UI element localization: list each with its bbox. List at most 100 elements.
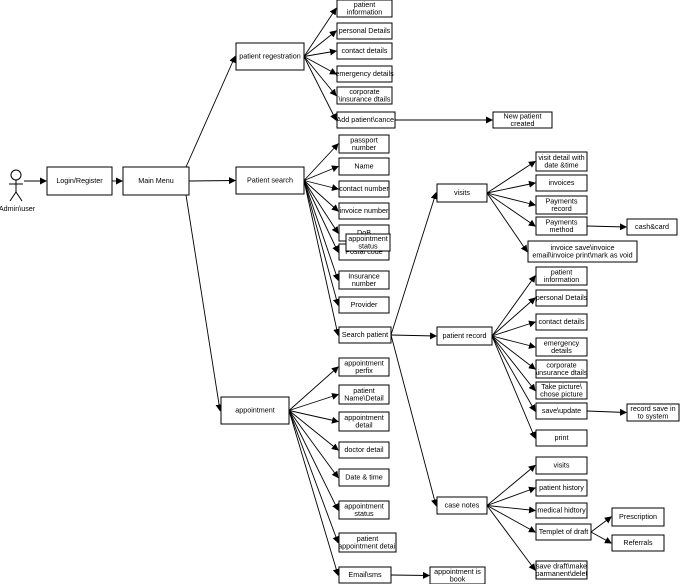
node-pr-print: print (535, 429, 588, 447)
edge-precord-to-pr_pers (491, 297, 536, 337)
node-label-line: Name\Detail (344, 394, 384, 403)
node-login: Login/Register (46, 166, 113, 196)
node-label-line: patient history (539, 483, 584, 492)
node-label-line: save\update (542, 406, 581, 415)
node-cn-med: medical hidtory (535, 502, 588, 519)
node-box (535, 381, 588, 400)
node-label-line: visit detail with (538, 153, 584, 162)
node-label-line: invoice number (340, 206, 389, 215)
actor-label: Admin\user (0, 204, 36, 213)
node-label-line: emergency details (335, 69, 394, 78)
node-label-line: Payments (546, 217, 578, 226)
node-box (338, 270, 390, 290)
node-label-line: chose picture (540, 390, 583, 399)
edge-a_email-to-apptbook (390, 571, 430, 579)
node-pr-save: save\update (535, 402, 588, 420)
edge-psearch-to-s_contact (303, 180, 339, 191)
node-label-line: Email\sms (348, 570, 382, 579)
edge-precord-to-pr_corp (491, 335, 536, 370)
node-label-line: corporate (546, 360, 576, 369)
node-box (338, 566, 392, 584)
node-label-line: invoices (549, 178, 575, 187)
node-label-line: status (354, 509, 374, 518)
node-label-line: to system (638, 412, 669, 421)
node-box (611, 507, 665, 527)
edge-preg-to-r_add (303, 56, 337, 121)
edge-psearch-to-s_prov (303, 180, 340, 306)
node-s-inv: invoice number (338, 202, 390, 220)
node-box (535, 359, 588, 379)
node-label-line: patient record (443, 331, 487, 340)
node-box (535, 195, 588, 215)
node-label-line: appointment (235, 406, 275, 415)
node-s-prov: Provider (338, 296, 390, 314)
node-label-line: Payments (546, 196, 578, 205)
node-label-line: visits (554, 461, 570, 470)
node-label-line: emergency (544, 338, 580, 347)
edge-appt-to-a_name (288, 393, 339, 411)
node-cn-templ: Templet of draft (535, 523, 592, 541)
edge-v_paymeth-to-cashcard (586, 223, 627, 231)
node-box (535, 151, 588, 172)
edge-preg-to-r_emerg (303, 56, 337, 75)
edge-appt-to-a_perfix (288, 366, 339, 411)
edge-appt-to-a_date (288, 410, 339, 479)
node-box (235, 166, 305, 195)
node-box (46, 166, 113, 196)
node-psearch: Patient search (235, 166, 305, 195)
edge-cn_templ-to-referrals (590, 531, 612, 544)
node-label-line: save draft\make (536, 561, 587, 570)
diagram-edges (24, 7, 627, 579)
node-label-line: detail (355, 421, 373, 430)
node-r-emerg: emergency details (335, 65, 394, 83)
node-label-line: passport (350, 135, 378, 144)
edge-precord-to-pr_emerg (491, 335, 536, 349)
edge-psearch-to-s_name (303, 165, 339, 181)
node-box (345, 233, 391, 252)
edge-precord-to-pr_print (491, 335, 536, 439)
node-label-line: Insurance (348, 271, 380, 280)
node-box (338, 532, 397, 553)
node-label-line: Main Menu (138, 176, 174, 185)
node-precord: patient record (436, 326, 493, 346)
edge-appt-to-a_doctor (288, 410, 339, 451)
node-label-line: method (550, 225, 574, 234)
node-label-line: contact details (342, 46, 388, 55)
edge-psearch-to-s_ins (303, 180, 340, 281)
node-label-line: appointment is (434, 567, 481, 576)
node-box (611, 534, 665, 552)
node-label-line: Patient search (247, 176, 293, 185)
edge-precord-to-pr_pinfo (491, 275, 536, 337)
node-s-name: Name (338, 157, 390, 176)
node-box (338, 441, 390, 459)
node-label-line: contact details (539, 317, 585, 326)
edge-visits-to-v_paymeth (486, 192, 536, 227)
node-label-line: cash&card (635, 222, 669, 231)
edge-preg-to-r_pinfo (303, 7, 337, 57)
edge-casenotes-to-cn_hist (486, 486, 536, 506)
edge-casenotes-to-cn_save (486, 505, 536, 571)
edge-appt-to-a_pdetail (288, 410, 340, 544)
actor-figure: Admin\user (0, 169, 36, 213)
node-box (235, 42, 305, 71)
node-box (535, 174, 588, 192)
node-label-line: \insurance dtails (339, 95, 391, 104)
node-label-line: appointment (348, 234, 388, 243)
node-label-line: Login/Register (56, 176, 103, 185)
edge-appt-to-a_email (288, 410, 340, 576)
node-label-line: corporate (349, 87, 379, 96)
node-box (122, 166, 190, 196)
node-label-line: Name (354, 162, 373, 171)
edge-psearch-to-s_pass (303, 143, 339, 181)
node-prescription: Prescription (611, 507, 665, 527)
